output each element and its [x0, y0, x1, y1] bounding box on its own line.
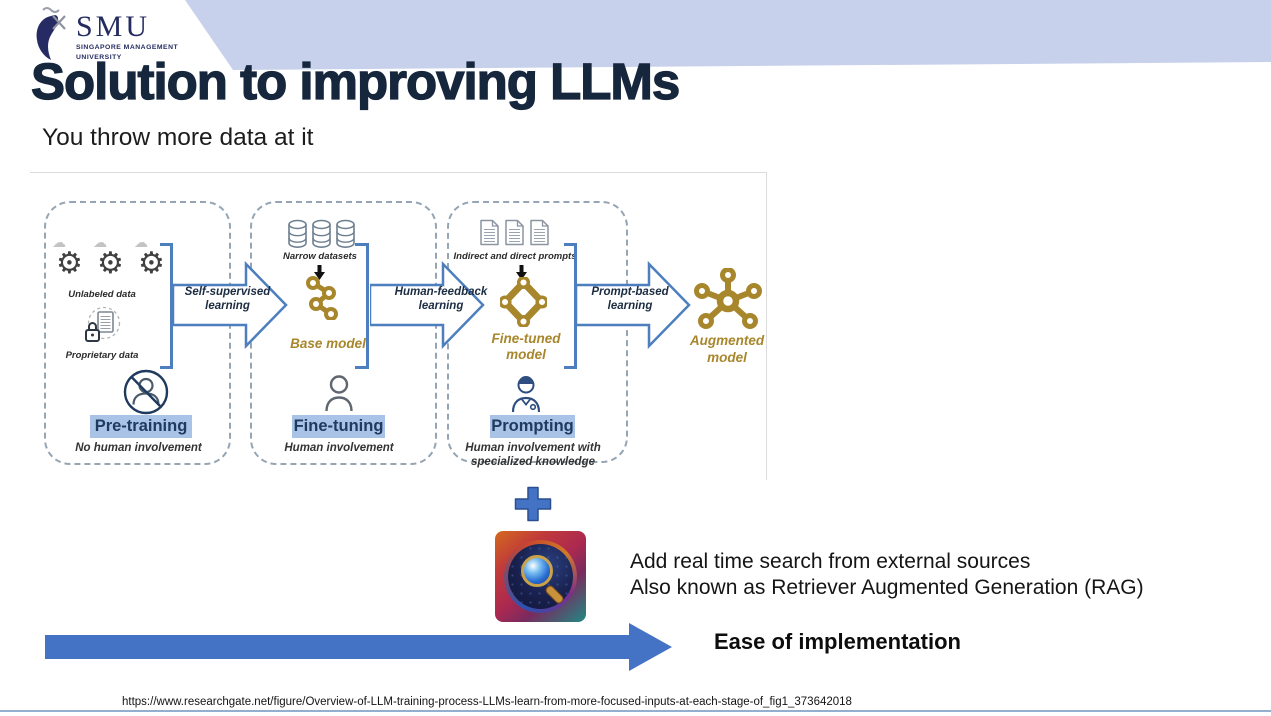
footer-divider: [0, 710, 1271, 712]
augmented-model-icon: [694, 268, 762, 329]
rag-line-2: Also known as Retriever Augmented Genera…: [630, 576, 1144, 599]
stage-panel-prompting: Indirect and direct prompts Fine-tuned m…: [447, 201, 628, 468]
transition-arrow-icon: [576, 261, 691, 349]
magnifier-lens-icon: [521, 555, 553, 587]
page-subtitle: You throw more data at it: [42, 124, 314, 151]
down-arrow-icon: [314, 265, 325, 280]
page-title: Solution to improving LLMs: [30, 52, 681, 110]
ease-arrow-icon: [45, 623, 672, 671]
rag-search-image: [495, 531, 586, 622]
stage-label-prompting: Prompting: [490, 415, 575, 438]
document-icon: [530, 219, 549, 246]
down-arrow-icon: [516, 265, 527, 280]
finetuning-caption: Human involvement: [284, 442, 394, 454]
smoke-icon: ☁: [52, 235, 66, 251]
specialist-person-icon: [511, 376, 541, 413]
smu-wordmark: SMU: [76, 10, 151, 43]
rag-circle-inner: [508, 544, 573, 609]
smu-sub-line1: SINGAPORE MANAGEMENT: [76, 44, 179, 51]
stage-panel-pretraining: ☁⚙ ☁⚙ ☁⚙ Unlabeled data Proprietary data: [44, 201, 231, 465]
transition-label-prompt-based: Prompt-based learning: [591, 286, 669, 313]
group-bracket: [160, 243, 173, 369]
database-icon: [312, 219, 331, 249]
transition-label-self-supervised: Self-supervised learning: [184, 286, 271, 313]
smoke-icon: ☁: [93, 235, 107, 251]
unlabeled-data-label: Unlabeled data: [68, 289, 136, 300]
header-band: [185, 0, 1271, 70]
narrow-datasets-label: Narrow datasets: [283, 251, 357, 262]
prompting-caption: Human involvement with specialized knowl…: [465, 442, 601, 468]
transition-label-human-feedback: Human-feedback learning: [394, 286, 488, 313]
augmented-model-label: Augmented model: [689, 333, 765, 365]
document-icon: [480, 219, 499, 246]
proprietary-data-lock-icon: [85, 306, 121, 342]
gear-icon: ☁⚙: [93, 235, 124, 281]
document-icon: [505, 219, 524, 246]
prompts-doc-icons: [479, 219, 550, 246]
no-human-icon: [123, 369, 169, 415]
database-icon: [336, 219, 355, 249]
group-bracket: [355, 243, 369, 369]
stage-label-pretraining: Pre-training: [90, 415, 192, 438]
transition-arrow-icon: [370, 261, 485, 349]
database-icon: [288, 219, 307, 249]
rag-circle-ring: [504, 540, 577, 613]
fine-tuned-model-label: Fine-tuned model: [491, 331, 561, 363]
unlabeled-data-icons: ☁⚙ ☁⚙ ☁⚙: [52, 235, 170, 283]
smu-lion-icon: [36, 7, 66, 60]
gear-icon: ☁⚙: [134, 235, 165, 281]
rag-line-1: Add real time search from external sourc…: [630, 550, 1031, 573]
llm-training-figure: ☁⚙ ☁⚙ ☁⚙ Unlabeled data Proprietary data: [30, 172, 767, 480]
smu-sub-line2: UNIVERSITY: [76, 54, 122, 62]
ease-of-implementation-label: Ease of implementation: [714, 629, 961, 654]
transition-arrow-icon: [173, 261, 288, 349]
pretraining-caption: No human involvement: [75, 442, 202, 454]
plus-icon: [514, 486, 552, 522]
smu-logo-text: SMU SINGAPORE MANAGEMENT UNIVERSITY: [76, 12, 178, 63]
smoke-icon: ☁: [134, 235, 148, 251]
stage-label-finetuning: Fine-tuning: [292, 415, 385, 438]
smu-logo: SMU SINGAPORE MANAGEMENT UNIVERSITY: [30, 4, 178, 63]
person-icon: [325, 375, 353, 412]
source-url[interactable]: https://www.researchgate.net/figure/Over…: [122, 696, 852, 708]
narrow-datasets-icons: [287, 219, 356, 249]
fine-tuned-model-icon: [500, 277, 547, 327]
gear-icon: ☁⚙: [52, 235, 83, 281]
base-model-label: Base model: [290, 336, 366, 351]
base-model-icon: [306, 276, 338, 320]
rag-description: Add real time search from external sourc…: [630, 549, 1144, 601]
proprietary-data-label: Proprietary data: [65, 350, 139, 361]
prompts-label: Indirect and direct prompts: [453, 251, 577, 262]
